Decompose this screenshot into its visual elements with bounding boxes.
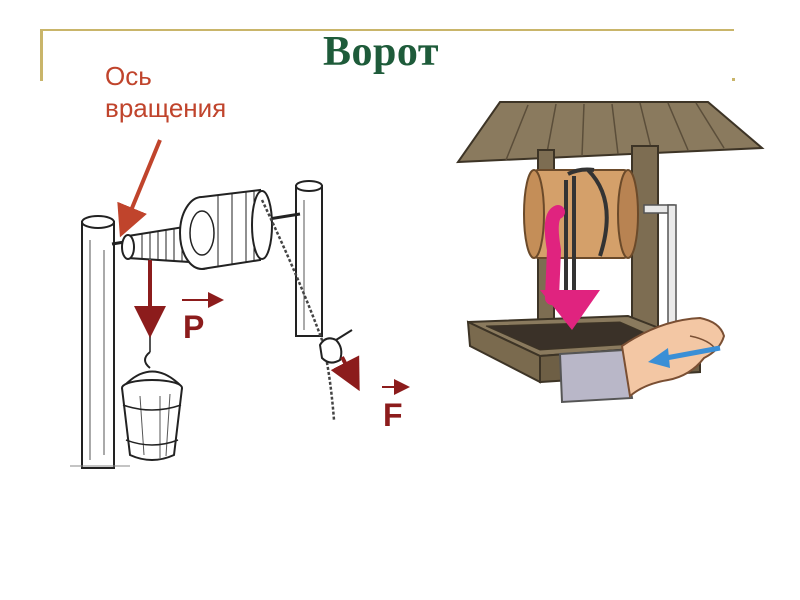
well-drum — [523, 169, 639, 259]
left-post — [81, 215, 115, 469]
force-f-label: F — [383, 397, 403, 433]
well-illustration — [456, 101, 765, 404]
rotation-axis-label-line1: Ось — [105, 61, 152, 91]
slide-frame-top-rule — [40, 29, 734, 31]
hand-on-rope — [318, 329, 353, 364]
slide-title: Ворот — [323, 29, 439, 75]
slide-frame-left-rule — [40, 29, 43, 81]
force-f-arrow — [330, 355, 360, 392]
rotation-axis-label-line2: вращения — [105, 93, 227, 123]
bucket — [121, 351, 183, 461]
pink-rotation-arrow — [540, 205, 600, 330]
axis-pointer-arrow — [117, 139, 162, 238]
windlass-sketch — [70, 180, 353, 469]
right-post — [295, 180, 323, 337]
blue-force-arrow — [648, 345, 721, 368]
large-drum — [179, 188, 273, 270]
arm-sleeve — [558, 348, 634, 404]
slide-frame-right-mark — [732, 78, 735, 81]
force-p-label: P — [183, 309, 205, 345]
rotation-axis-label: Ось вращения — [105, 60, 226, 124]
pull-rope — [260, 199, 336, 421]
well-roof — [456, 101, 765, 164]
